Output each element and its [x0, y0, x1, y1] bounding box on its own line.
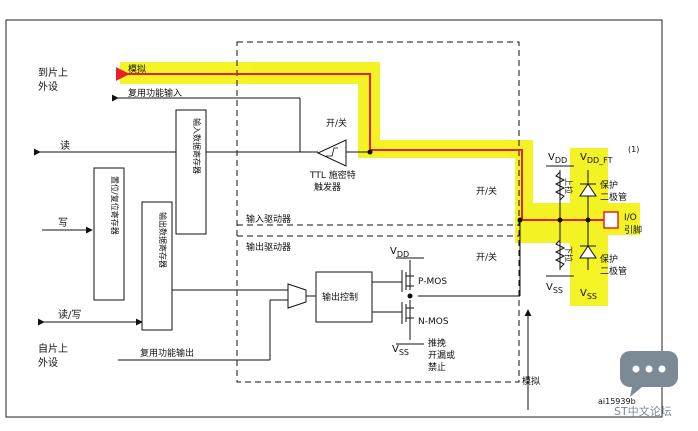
mosfet-icon	[401, 270, 414, 324]
on-off-label-2: 开/关	[476, 185, 497, 197]
pushpull-line1: 推挽	[428, 337, 446, 349]
analog-label: 模拟	[128, 63, 146, 75]
vdd-mos-label: VDD	[390, 246, 409, 259]
input-driver-label: 输入驱动器	[246, 213, 291, 225]
protect-diode-top-1: 保护	[600, 179, 618, 191]
from-chip-peripheral-line2: 外设	[38, 357, 58, 369]
vss-ft-label: VSS	[580, 288, 597, 301]
to-chip-peripheral-line1: 到片上	[38, 66, 68, 79]
vdd-label: VDD	[548, 152, 567, 165]
diode-icon	[579, 183, 597, 259]
output-data-register-label: 输出数据寄存器	[158, 212, 168, 268]
pushpull-line3: 禁止	[428, 361, 446, 373]
pull-down-label: 下拉	[564, 246, 574, 262]
io-pin-label-1: I/O	[624, 213, 637, 223]
figure-id: ai15939b	[598, 397, 636, 406]
bit-set-reset-register-label: 置位/复位寄存器	[110, 176, 120, 235]
protect-diode-bottom-1: 保护	[600, 253, 618, 265]
schmitt-trigger-icon	[316, 139, 347, 167]
watermark: ST中文论坛	[606, 351, 692, 421]
io-pin-label-2: 引脚	[624, 225, 642, 236]
pushpull-line2: 开漏或	[428, 349, 455, 361]
alt-func-input-label: 复用功能输入	[128, 87, 182, 99]
analog-path-highlight	[120, 62, 640, 306]
on-off-label-1: 开/关	[326, 117, 347, 129]
output-control-box	[315, 271, 373, 323]
footnote-ref: (1)	[628, 145, 639, 154]
protect-diode-bottom-2: 二极管	[600, 265, 627, 277]
read-label: 读	[60, 139, 70, 152]
resistor-icon	[554, 171, 566, 269]
ttl-schmitt-line1: TTL 施密特	[309, 169, 356, 181]
input-data-register-label: 输入数据寄存器	[192, 118, 202, 174]
output-control-label: 输出控制	[322, 291, 358, 303]
from-chip-peripheral-line1: 自片上	[38, 342, 68, 355]
write-label: 写	[58, 217, 68, 229]
on-off-label-3: 开/关	[476, 251, 497, 263]
protect-diode-top-2: 二极管	[600, 191, 627, 203]
vdd-ft-label: VDD_FT	[580, 152, 613, 165]
chat-bubble-icon: ST中文论坛	[614, 351, 678, 418]
bit-set-reset-register-box	[93, 167, 125, 301]
input-data-register-box	[175, 109, 207, 235]
nmos-label: N-MOS	[418, 317, 449, 327]
pmos-label: P-MOS	[418, 277, 447, 287]
vss-label: VSS	[546, 282, 563, 295]
watermark-text: ST中文论坛	[614, 404, 672, 418]
alt-func-output-label: 复用功能输出	[140, 347, 194, 359]
analog-signal-path	[115, 67, 612, 221]
vss-mos-label: VSS	[392, 344, 409, 357]
readwrite-label: 读/写	[58, 308, 81, 321]
io-pin-box[interactable]	[603, 211, 619, 229]
ttl-schmitt-line2: 触发器	[314, 181, 341, 193]
to-chip-peripheral-line2: 外设	[38, 81, 58, 93]
output-data-register-box	[141, 201, 173, 331]
io-driver-region	[236, 41, 520, 383]
pull-up-label: 上拉	[564, 178, 574, 194]
analog-bottom-label: 模拟	[522, 375, 540, 387]
output-driver-label: 输出驱动器	[246, 241, 291, 253]
multiplexer-icon	[287, 283, 307, 309]
outer-frame	[5, 19, 663, 418]
